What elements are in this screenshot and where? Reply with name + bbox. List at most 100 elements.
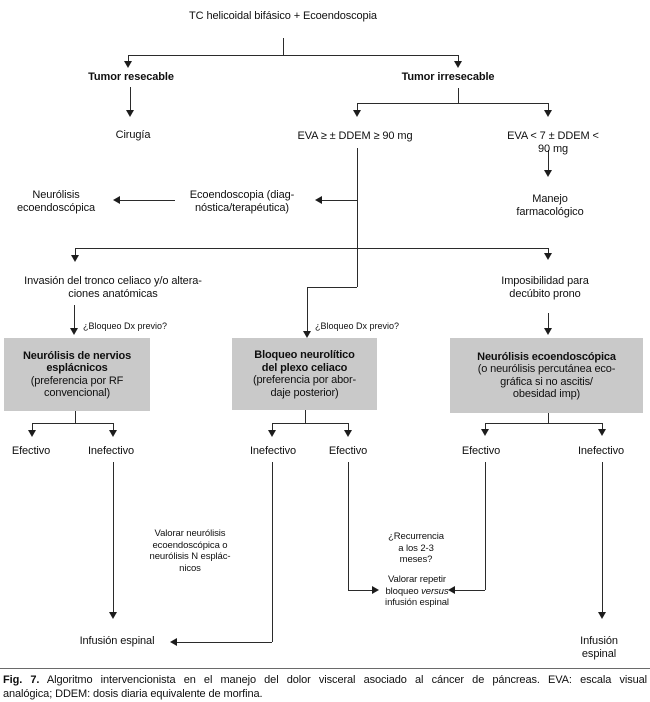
node-eva-low: EVA < 7 ± DDEM < 90 mg xyxy=(507,130,599,155)
node-recurrencia: ¿Recurrencia a los 2-3 meses? xyxy=(388,531,444,565)
caption-line1: Fig. 7. Algoritmo intervencionista en el… xyxy=(3,674,647,688)
connector-to-ecoendoscopia xyxy=(322,200,357,201)
box-subtitle: (preferencia por RF convencional) xyxy=(30,374,124,400)
connector-inefectivo2-to-infusion xyxy=(177,642,272,643)
connector-box2-left-drop xyxy=(272,423,273,430)
connector-irresecable-stub xyxy=(458,88,459,103)
outcome-box3-efectivo: Efectivo xyxy=(461,445,501,457)
connector-to-neurolisis-eco xyxy=(120,200,175,201)
node-neurolisis-ecoendoscopica: Neurólisis ecoendoscópica xyxy=(16,189,96,214)
caption-line2: analógica; DDEM: dosis diaria equivalent… xyxy=(3,687,263,700)
node-infusion-espinal-right: Infusión espinal xyxy=(580,635,618,660)
arrowhead xyxy=(28,430,36,437)
node-title: TC helicoidal bifásico + Ecoendoscopia xyxy=(189,10,377,22)
caption-divider xyxy=(0,668,650,669)
connector-efectivo3-to-valorar xyxy=(455,590,485,591)
arrowhead xyxy=(315,196,322,204)
connector-top-branch xyxy=(128,55,458,56)
label-bloqueo-dx-left: ¿Bloqueo Dx previo? xyxy=(83,321,168,331)
connector-box3-left-drop xyxy=(485,423,486,429)
arrowhead xyxy=(372,586,379,594)
versus-italic: versus xyxy=(421,585,449,597)
connector-box1-right-drop xyxy=(113,423,114,430)
connector-to-manejo xyxy=(548,150,549,170)
box-neurolisis-ecoendoscopica: Neurólisis ecoendoscópica (o neurólisis … xyxy=(450,338,643,413)
label-bloqueo-dx-mid: ¿Bloqueo Dx previo? xyxy=(315,321,400,331)
valorar-repetir-line1: Valorar repetir xyxy=(387,574,446,585)
node-eva-high: EVA ≥ ± DDEM ≥ 90 mg xyxy=(297,130,413,142)
connector-eva-low-drop xyxy=(548,103,549,111)
box-subtitle: (o neurólisis percutánea eco- gráfica si… xyxy=(477,363,616,400)
node-invasion-tronco: Invasión del tronco celiaco y/o altera- … xyxy=(24,275,202,300)
outcome-box1-inefectivo: Inefectivo xyxy=(87,445,135,457)
connector-box3-stub xyxy=(548,413,549,423)
outcome-box2-efectivo: Efectivo xyxy=(328,445,368,457)
connector-irresecable-drop xyxy=(458,55,459,62)
connector-resecable-drop xyxy=(128,55,129,62)
connector-efectivo3-down xyxy=(485,462,486,590)
connector-inefectivo1-down xyxy=(113,462,114,612)
arrowhead xyxy=(124,61,132,68)
connector-to-box-eco xyxy=(548,313,549,328)
connector-main-vertical xyxy=(357,148,358,287)
node-valorar-repetir: Valorar repetir bloqueo versus infusión … xyxy=(385,574,449,609)
connector-title-stub xyxy=(283,38,284,55)
node-infusion-espinal-left: Infusión espinal xyxy=(79,635,155,647)
box-subtitle: (preferencia por abor- daje posterior) xyxy=(252,374,357,399)
connector-box1-left-drop xyxy=(32,423,33,430)
arrowhead xyxy=(303,331,311,338)
arrowhead xyxy=(170,638,177,646)
figure-caption: Fig. 7. Algoritmo intervencionista en el… xyxy=(3,674,647,701)
arrowhead xyxy=(71,255,79,262)
connector-to-cirugia xyxy=(130,87,131,110)
connector-box1-branch xyxy=(32,423,113,424)
arrowhead xyxy=(109,612,117,619)
box-bloqueo-plexo-celiaco: Bloqueo neurolítico del plexo celiaco (p… xyxy=(232,338,377,410)
connector-jog xyxy=(307,287,357,288)
connector-box2-right-drop xyxy=(348,423,349,430)
outcome-box3-inefectivo: Inefectivo xyxy=(577,445,625,457)
connector-box3-branch xyxy=(485,423,602,424)
node-manejo-farmacologico: Manejo farmacológico xyxy=(516,193,584,218)
box-title: Bloqueo neurolítico del plexo celiaco xyxy=(254,349,355,374)
arrowhead xyxy=(353,110,361,117)
connector-box2-branch xyxy=(272,423,348,424)
connector-inefectivo3-down xyxy=(602,462,603,612)
arrowhead xyxy=(70,328,78,335)
connector-imposibilidad-drop xyxy=(548,248,549,254)
arrowhead xyxy=(598,612,606,619)
connector-invasion-drop xyxy=(75,248,76,256)
node-tumor-irresecable: Tumor irresecable xyxy=(401,71,495,83)
arrowhead xyxy=(544,253,552,260)
box-neurolisis-esplacnicos: Neurólisis de nervios esplácnicos (prefe… xyxy=(4,338,150,411)
arrowhead xyxy=(598,429,606,436)
caption-fig-label: Fig. 7. xyxy=(3,674,40,686)
connector-inefectivo2-down xyxy=(272,462,273,642)
connector-efectivo2-to-valorar xyxy=(348,590,372,591)
arrowhead xyxy=(544,170,552,177)
caption-line1-text: Algoritmo intervencionista en el manejo … xyxy=(39,674,647,686)
node-ecoendoscopia: Ecoendoscopia (diag- nóstica/terapéutica… xyxy=(189,189,295,214)
arrowhead xyxy=(481,429,489,436)
connector-eva-branch xyxy=(357,103,548,104)
arrowhead xyxy=(544,110,552,117)
outcome-box2-inefectivo: Inefectivo xyxy=(249,445,297,457)
connector-box2-stub xyxy=(305,410,306,423)
connector-to-box-esplacnicos xyxy=(74,305,75,328)
node-tumor-resecable: Tumor resecable xyxy=(88,71,174,83)
arrowhead xyxy=(454,61,462,68)
connector-box1-stub xyxy=(75,411,76,423)
connector-to-box-plexo xyxy=(307,287,308,331)
arrowhead xyxy=(344,430,352,437)
outcome-box1-efectivo: Efectivo xyxy=(11,445,51,457)
valorar-repetir-line2: bloqueo versus xyxy=(385,585,449,597)
box-title: Neurólisis de nervios esplácnicos xyxy=(22,349,132,375)
box-title: Neurólisis ecoendoscópica xyxy=(477,350,616,363)
arrowhead xyxy=(109,430,117,437)
connector-eva-high-drop xyxy=(357,103,358,111)
arrowhead xyxy=(113,196,120,204)
connector-efectivo2-down xyxy=(348,462,349,590)
node-valorar-neurolisis: Valorar neurólisis ecoendoscópica o neur… xyxy=(149,528,231,574)
arrowhead xyxy=(268,430,276,437)
